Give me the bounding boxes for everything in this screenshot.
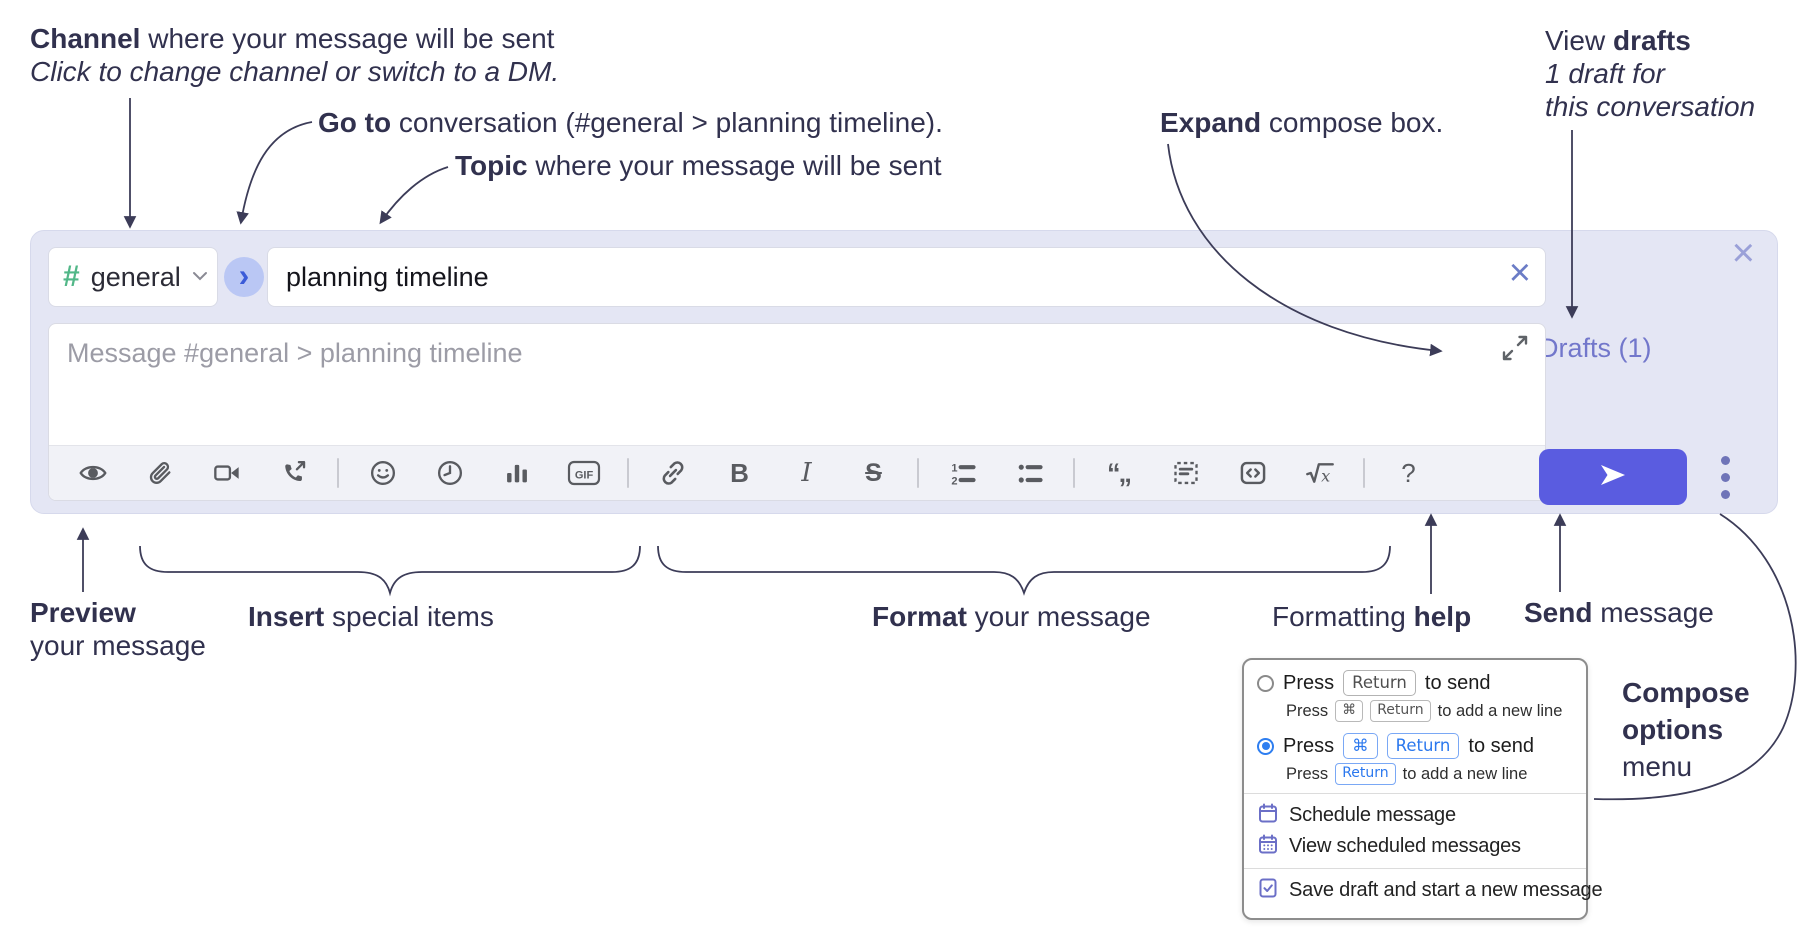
insert-brace: [139, 545, 641, 597]
ellipsis-dot: [1720, 472, 1730, 482]
italic-icon[interactable]: I: [801, 458, 812, 488]
menu-item-view-scheduled[interactable]: View scheduled messages: [1244, 831, 1586, 862]
strikethrough-icon[interactable]: S: [865, 458, 882, 487]
gif-icon[interactable]: GIF: [550, 446, 617, 500]
message-input[interactable]: Message #general > planning timeline: [49, 324, 1545, 445]
goto-note: Go to conversation (#general > planning …: [318, 107, 943, 138]
menu-item-schedule-message[interactable]: Schedule message: [1244, 800, 1586, 831]
topic-input[interactable]: planning timeline ×: [267, 247, 1546, 307]
emoji-smiley-icon[interactable]: [349, 446, 416, 500]
send-note: Send message: [1524, 597, 1714, 628]
radio-selected-icon[interactable]: [1257, 737, 1274, 755]
voice-call-icon[interactable]: [260, 446, 327, 500]
video-call-icon[interactable]: [193, 446, 260, 500]
expand-note: Expand compose box.: [1160, 107, 1444, 138]
key-return: Return: [1335, 763, 1396, 785]
help-question-icon[interactable]: ?: [1401, 457, 1416, 488]
toolbar-divider: [1363, 458, 1365, 488]
drafts-link[interactable]: Drafts (1): [1539, 333, 1652, 363]
toolbar-divider: [1073, 458, 1075, 488]
send-option-cmd-return[interactable]: Press ⌘ Return to send: [1244, 731, 1586, 761]
bold-icon[interactable]: B: [730, 457, 749, 488]
svg-text:GIF: GIF: [574, 470, 593, 482]
toolbar-divider: [627, 458, 629, 488]
svg-text:2: 2: [951, 476, 957, 487]
expand-compose-icon[interactable]: [1501, 334, 1529, 362]
message-placeholder: Message #general > planning timeline: [67, 338, 523, 368]
key-cmd: ⌘: [1343, 733, 1378, 759]
file-check-icon: [1257, 877, 1279, 905]
preview-eye-icon[interactable]: [59, 446, 126, 500]
key-return: Return: [1370, 700, 1431, 722]
send-button[interactable]: [1539, 449, 1687, 505]
key-return: Return: [1343, 670, 1416, 696]
svg-text:x: x: [1321, 467, 1330, 486]
channel-hash-icon: #: [63, 260, 80, 293]
svg-text:1: 1: [951, 462, 957, 474]
menu-divider: [1244, 868, 1586, 869]
bulleted-list-icon[interactable]: [996, 446, 1063, 500]
insert-note: Insert special items: [248, 601, 494, 632]
chevron-down-icon: [192, 268, 208, 286]
code-icon[interactable]: [1219, 446, 1286, 500]
topic-connector-line: [379, 166, 449, 225]
channel-selector[interactable]: # general: [48, 247, 218, 307]
menu-divider: [1244, 793, 1586, 794]
radio-unselected-icon[interactable]: [1257, 674, 1274, 692]
message-compose-area: Message #general > planning timeline: [48, 323, 1546, 501]
link-icon[interactable]: [639, 446, 706, 500]
math-icon[interactable]: x: [1286, 446, 1353, 500]
send-option-cmd-return-sub: Press Return to add a new line: [1244, 761, 1586, 787]
channel-note: Channel where your message will be sent …: [30, 23, 560, 87]
toolbar-divider: [337, 458, 339, 488]
clear-topic-icon[interactable]: ×: [1508, 252, 1531, 294]
schedule-clock-icon[interactable]: [416, 446, 483, 500]
spoiler-icon[interactable]: [1152, 446, 1219, 500]
compose-box: × # general › planning timeline × Drafts…: [30, 230, 1778, 514]
goto-connector-line: [236, 121, 313, 225]
poll-chart-icon[interactable]: [483, 446, 550, 500]
ellipsis-dot: [1720, 489, 1730, 499]
channel-name: general: [90, 261, 181, 292]
format-note: Format your message: [872, 601, 1151, 632]
ellipsis-dot: [1720, 455, 1730, 465]
attach-paperclip-icon[interactable]: [126, 446, 193, 500]
calendar-dots-icon: [1257, 833, 1279, 861]
topic-value: planning timeline: [286, 261, 489, 292]
view-drafts-note: View drafts 1 draft for this conversatio…: [1545, 25, 1756, 122]
send-option-return[interactable]: Press Return to send: [1244, 668, 1586, 698]
quote-icon[interactable]: “„: [1107, 457, 1132, 488]
key-return: Return: [1386, 733, 1460, 759]
goto-conversation-button[interactable]: ›: [224, 257, 264, 297]
calendar-icon: [1257, 802, 1279, 830]
topic-note: Topic where your message will be sent: [455, 150, 942, 181]
menu-item-save-draft[interactable]: Save draft and start a new message: [1244, 875, 1603, 906]
chevron-right-icon: ›: [238, 257, 250, 293]
compose-options-menu: Press Return to send Press ⌘ Return to a…: [1242, 658, 1603, 920]
formatting-help-note: Formatting help: [1272, 601, 1472, 632]
toolbar-divider: [917, 458, 919, 488]
key-cmd: ⌘: [1335, 700, 1364, 722]
format-brace: [657, 545, 1391, 596]
preview-note: Preview your message: [30, 597, 206, 661]
send-option-return-sub: Press ⌘ Return to add a new line: [1244, 698, 1586, 724]
send-plane-icon: [1597, 460, 1629, 495]
compose-options-note: Compose options menu: [1622, 677, 1750, 782]
close-compose-icon[interactable]: ×: [1731, 231, 1755, 275]
compose-options-button[interactable]: [1699, 449, 1751, 505]
